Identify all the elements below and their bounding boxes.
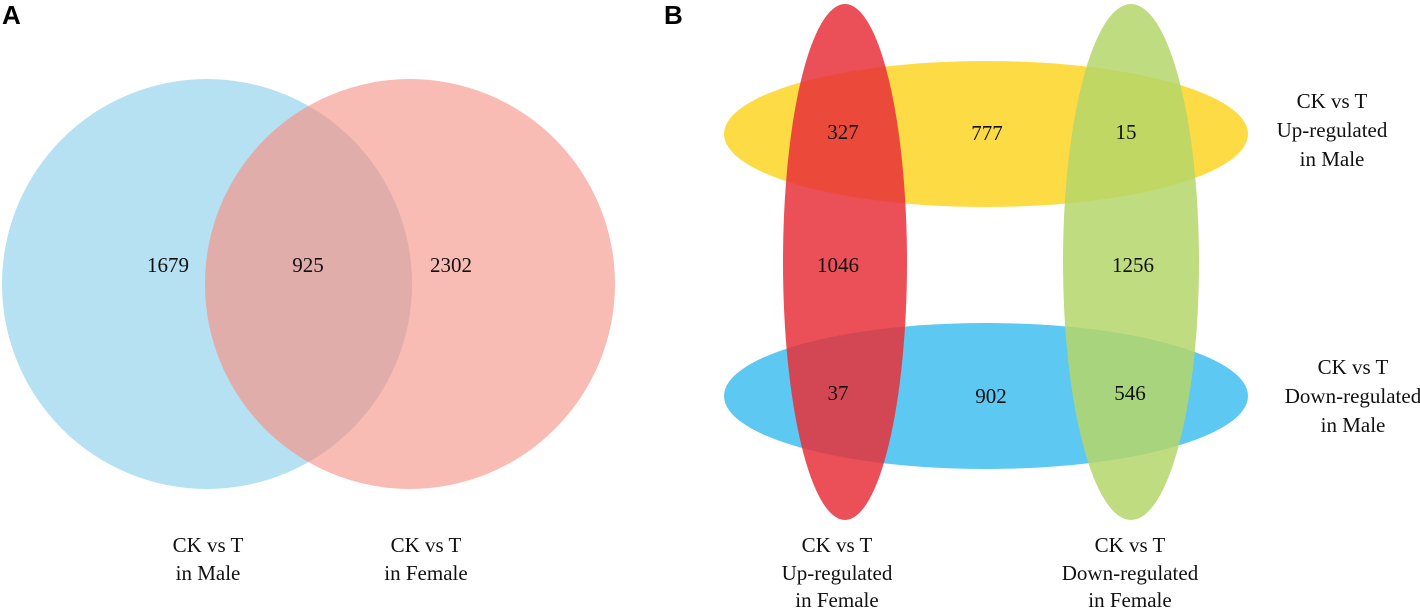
set-ellipse-up-female [783, 4, 907, 520]
panel-b: B 327 777 15 1046 1256 37 902 546 CK vs … [664, 0, 1420, 610]
count-up-female-only: 1046 [817, 253, 859, 277]
panel-b-label: B [664, 0, 683, 30]
set-label-down-male-line-3: in Male [1321, 413, 1386, 437]
count-up-male-only: 777 [971, 121, 1003, 145]
overlap-region-male-female [205, 79, 412, 489]
count-down-male-only: 902 [975, 384, 1007, 408]
set-label-up-female-line-1: CK vs T [802, 533, 873, 557]
count-up-male-and-down-female: 15 [1116, 120, 1137, 144]
set-label-down-female-line-3: in Female [1088, 588, 1171, 610]
set-label-female-line-1: CK vs T [391, 533, 462, 557]
set-label-down-male-line-2: Down-regulated [1285, 384, 1420, 408]
count-up-male-and-up-female: 327 [827, 120, 859, 144]
set-label-male-line-1: CK vs T [173, 533, 244, 557]
count-male-and-female: 925 [292, 253, 324, 277]
set-label-down-male-line-1: CK vs T [1318, 355, 1389, 379]
panel-a-label: A [2, 0, 21, 30]
panel-a: A 1679 925 2302 CK vs T in Male CK vs T … [2, 0, 615, 585]
count-female-only: 2302 [430, 253, 472, 277]
set-label-up-male-line-3: in Male [1300, 147, 1365, 171]
set-label-down-female-line-2: Down-regulated [1062, 561, 1199, 585]
set-label-up-male-line-1: CK vs T [1297, 89, 1368, 113]
set-label-up-female-line-2: Up-regulated [782, 561, 893, 585]
set-label-male-line-2: in Male [176, 561, 241, 585]
count-male-only: 1679 [147, 253, 189, 277]
set-label-down-female-line-1: CK vs T [1095, 533, 1166, 557]
set-label-up-male-line-2: Up-regulated [1277, 118, 1388, 142]
set-ellipse-down-female [1063, 4, 1199, 520]
set-label-female-line-2: in Female [384, 561, 467, 585]
count-down-female-only: 1256 [1112, 253, 1154, 277]
set-label-up-female-line-3: in Female [795, 588, 878, 610]
count-down-male-and-down-female: 546 [1114, 381, 1146, 405]
count-down-male-and-up-female: 37 [828, 381, 849, 405]
